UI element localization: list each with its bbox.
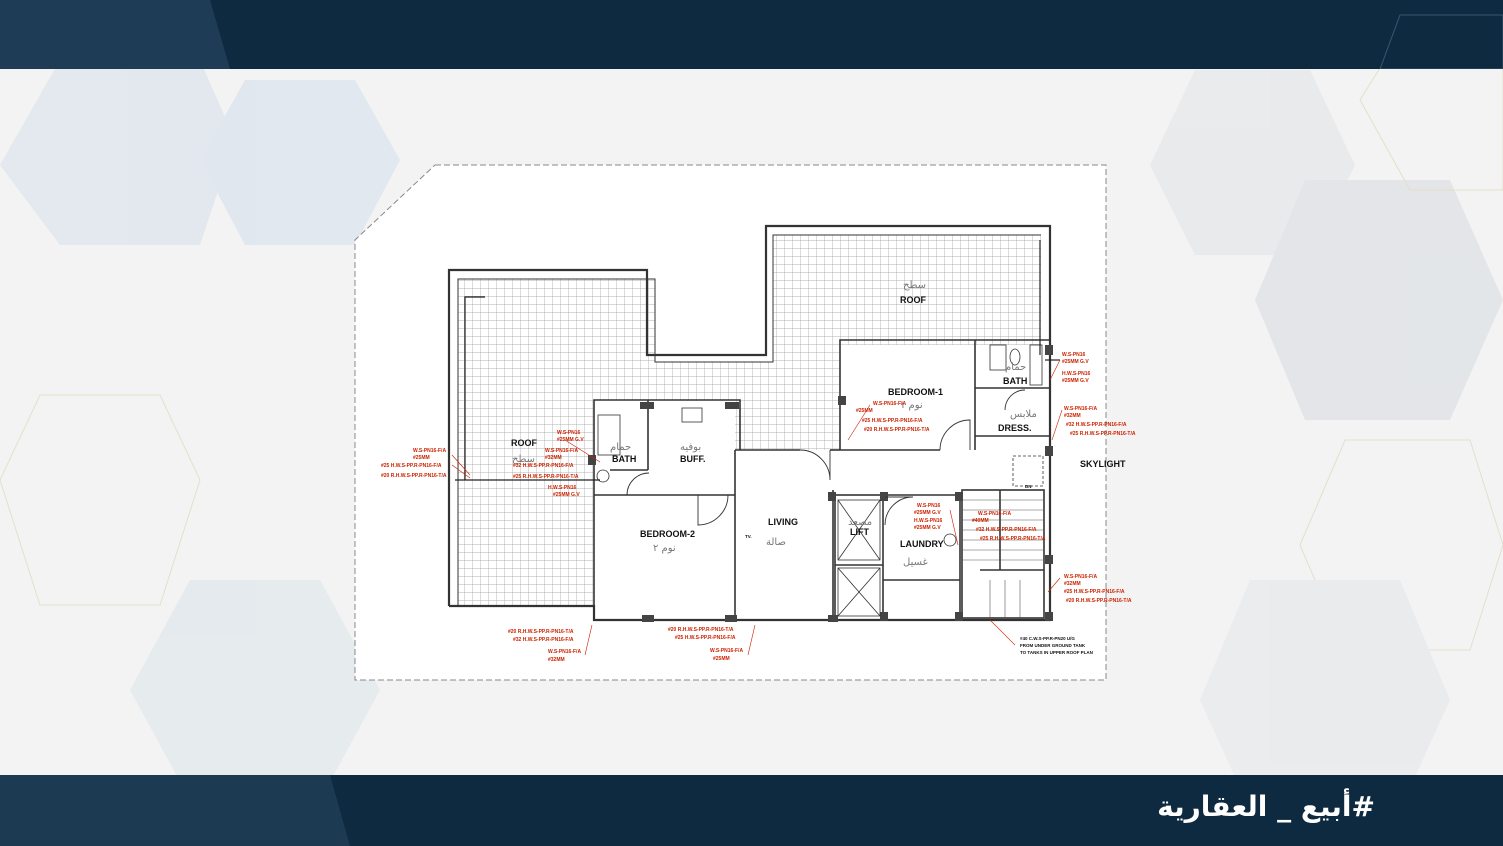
note-bottom-mid-3: W.S-PN16-F/A (710, 648, 743, 654)
note-laundry-right-2: #40MM (972, 518, 989, 524)
pipe-annotations: W.S-PN16 #25MM G.V H.W.S-PN16 #25MM G.V … (381, 352, 1136, 663)
note-left-3: #25 H.W.S-PP.R-PN16-F/A (381, 463, 442, 469)
note-bedroom1-1: W.S-PN16-F/A (873, 401, 906, 407)
bath-left-arabic: حمام (610, 442, 631, 453)
note-bottom-left-2: #32 H.W.S-PP.R-PN16-F/A (513, 637, 574, 643)
roof-top-label: ROOF (900, 295, 927, 305)
note-bedroom1-3: #25 H.W.S-PP.R-PN16-F/A (862, 418, 923, 424)
note-bottom-mid-4: #25MM (713, 656, 730, 662)
bath-left-label: BATH (612, 454, 636, 464)
note-bottom-mid-1: #20 R.H.W.S-PP.R-PN16-T/A (668, 627, 734, 633)
bath-right-arabic: حمام (1005, 362, 1026, 373)
note-right-upper-3: H.W.S-PN16 (1062, 371, 1091, 377)
note-right-lower-1: W.S-PN16-F/A (1064, 574, 1097, 580)
note-bottom-mid-2: #25 H.W.S-PP.R-PN16-F/A (675, 635, 736, 641)
tv-label: TV. (745, 534, 752, 539)
laundry-label: LAUNDRY (900, 539, 944, 549)
bedroom2-arabic: نوم ٢ (653, 543, 676, 554)
bottom-banner (0, 775, 1503, 846)
lift-label: LIFT (850, 527, 869, 537)
room-labels: سطح ROOF BEDROOM-1 نوم ١ حمام BATH ملابس… (511, 280, 1126, 568)
plumbing-fixtures (596, 344, 1043, 617)
note-laundry-right-1: W.S-PN16-F/A (978, 511, 1011, 517)
note-right-lower-4: #20 R.H.W.S-PP.R-PN16-T/A (1066, 598, 1132, 604)
laundry-arabic: غسيل (903, 557, 928, 568)
roof-left-arabic: سطح (512, 454, 535, 465)
note-laundry-left-4: #25MM G.V (914, 525, 941, 531)
door-swings (626, 389, 1026, 526)
note-right-mid-3: #32 H.W.S-PP.R-PN16-F/A (1066, 422, 1127, 428)
lift-arabic: مصعد (848, 517, 872, 528)
note-right-upper-4: #25MM G.V (1062, 378, 1089, 384)
stair-dn-label: DN (1025, 484, 1032, 489)
note-bottom-right-3: TO TANKS IN UPPER ROOF PLAN (1020, 650, 1093, 655)
note-right-upper-1: W.S-PN16 (1062, 352, 1086, 358)
note-left-4: #20 R.H.W.S-PP.R-PN16-T/A (381, 473, 447, 479)
bath-right-label: BATH (1003, 376, 1027, 386)
note-bedroom1-4: #20 R.H.W.S-PP.R-PN16-T/A (864, 427, 930, 433)
note-laundry-right-4: #25 R.H.W.S-PP.R-PN16-T/A (980, 536, 1046, 542)
roof-top-arabic: سطح (903, 280, 926, 291)
note-left-bath-8: #25MM G.V (553, 492, 580, 498)
bedroom1-arabic: نوم ١ (900, 400, 923, 411)
note-bottom-right-2: FROM UNDER GROUND TANK (1020, 643, 1086, 648)
note-right-upper-2: #25MM G.V (1062, 359, 1089, 365)
roof-tiles (458, 235, 1041, 605)
bottom-banner-decoration (0, 775, 350, 846)
note-laundry-left-2: #25MM G.V (914, 510, 941, 516)
note-bottom-right-1: #40 C.W.S-PP.R-PN20 U/G (1020, 636, 1075, 641)
note-bottom-left-1: #20 R.H.W.S-PP.R-PN16-T/A (508, 629, 574, 635)
stair-treads (962, 499, 1044, 618)
pipe-runs (455, 240, 1060, 481)
roof-left-label: ROOF (511, 438, 538, 448)
note-right-lower-3: #25 H.W.S-PP.R-PN16-F/A (1064, 589, 1125, 595)
note-left-bath-7: H.W.S-PN16 (548, 485, 577, 491)
top-banner-decoration (0, 0, 1503, 69)
note-right-lower-2: #32MM (1064, 581, 1081, 587)
note-left-bath-5: #32 H.W.S-PP.R-PN16-F/A (513, 463, 574, 469)
structural-columns (588, 345, 1053, 622)
dress-arabic: ملابس (1010, 409, 1037, 420)
note-right-mid-1: W.S-PN16-F/A (1064, 406, 1097, 412)
pipe-leader-lines (451, 359, 1063, 656)
note-bottom-left-3: W.S-PN16-F/A (548, 649, 581, 655)
note-left-bath-2: #25MM G.V (557, 437, 584, 443)
buff-arabic: بوفيه (680, 442, 701, 453)
note-right-mid-2: #32MM (1064, 413, 1081, 419)
note-laundry-left-1: W.S-PN16 (917, 503, 941, 509)
note-laundry-right-3: #32 H.W.S-PP.R-PN16-F/A (976, 527, 1037, 533)
bedroom1-label: BEDROOM-1 (888, 387, 943, 397)
dress-label: DRESS. (998, 423, 1032, 433)
living-label: LIVING (768, 517, 798, 527)
note-left-1: W.S-PN16-F/A (413, 448, 446, 454)
top-banner (0, 0, 1503, 69)
note-left-bath-1: W.S-PN16 (557, 430, 581, 436)
living-arabic: صالة (766, 537, 786, 548)
note-left-bath-3: W.S-PN16-F/A (545, 448, 578, 454)
note-laundry-left-3: H.W.S-PN16 (914, 518, 943, 524)
note-right-mid-4: #25 R.H.W.S-PP.R-PN16-T/A (1070, 431, 1136, 437)
note-bedroom1-2: #25MM (856, 408, 873, 414)
skylight-label: SKYLIGHT (1080, 459, 1126, 469)
buff-label: BUFF. (680, 454, 706, 464)
hashtag-brand-text: #أبيع _ العقارية (1157, 790, 1375, 823)
note-bottom-left-4: #32MM (548, 657, 565, 663)
note-left-bath-4: #32MM (545, 455, 562, 461)
note-left-2: #25MM (413, 455, 430, 461)
note-left-bath-6: #25 R.H.W.S-PP.R-PN16-T/A (513, 474, 579, 480)
bedroom2-label: BEDROOM-2 (640, 529, 695, 539)
